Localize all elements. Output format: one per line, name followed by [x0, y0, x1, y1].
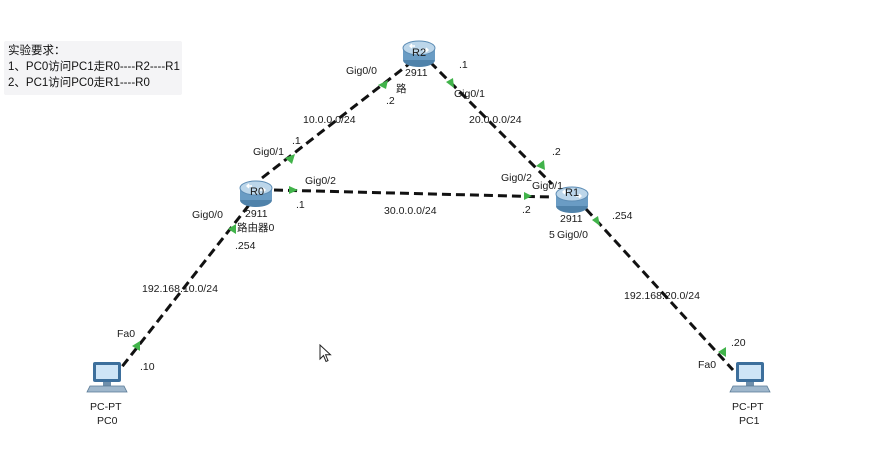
link-r1-pc1-network: 192.168.20.0/24: [624, 290, 700, 302]
r0-gig01-ip: .1: [292, 135, 301, 147]
r1-gig01-port: Gig0/1: [532, 180, 563, 192]
pc-pc1[interactable]: PC-PT PC1: [729, 361, 771, 427]
router-r0-alias: 路由器0: [237, 221, 274, 234]
r2-gig00-port: Gig0/0: [346, 65, 377, 77]
r0-gig00-port: Gig0/0: [192, 209, 223, 221]
mouse-cursor-icon: [319, 344, 332, 363]
port-indicator-r2-gig00: [378, 80, 388, 89]
router-r0-model: 2911: [245, 208, 268, 220]
cable-r1-pc1[interactable]: [584, 207, 735, 372]
r2-extra-label: 路: [396, 82, 407, 95]
pc1-fa0-ip: .20: [731, 337, 746, 349]
r1-gig00-ip: .254: [612, 210, 633, 222]
link-r0-r1-network: 30.0.0.0/24: [384, 205, 437, 217]
requirements-note: 实验要求： 1、PC0访问PC1走R0----R2----R1 2、PC1访问P…: [4, 41, 182, 95]
r2-gig01-port: Gig0/1: [454, 88, 485, 100]
cable-r0-r1[interactable]: [273, 188, 553, 199]
port-indicator-pc1-fa0: [718, 347, 726, 357]
pc0-fa0-ip: .10: [140, 361, 155, 373]
pc1-type: PC-PT: [732, 401, 764, 413]
router-r1[interactable]: R1 2911: [555, 186, 589, 225]
router-r0-name: R0: [250, 186, 264, 198]
r0-gig01-port: Gig0/1: [253, 146, 284, 158]
port-indicator-r1-gig00: [592, 216, 600, 226]
pc0-fa0-port: Fa0: [117, 328, 135, 340]
pc0-name: PC0: [97, 415, 118, 427]
pc-icon: [86, 361, 128, 393]
r0-gig02-ip: .1: [296, 199, 305, 211]
r1-gig00-port: Gig0/0: [557, 229, 588, 241]
r1-gig02-port: Gig0/2: [501, 172, 532, 184]
pc-pc0[interactable]: PC-PT PC0: [86, 361, 128, 427]
pc1-name: PC1: [739, 415, 760, 427]
port-indicator-r1-gig01: [536, 160, 545, 170]
cable-r0-pc0[interactable]: [119, 204, 251, 369]
router-r0[interactable]: R0 2911 路由器0: [237, 180, 274, 234]
note-line-2: 2、PC1访问PC0走R1----R0: [8, 77, 150, 89]
router-r2-model: 2911: [405, 67, 428, 79]
note-title: 实验要求：: [8, 45, 66, 57]
pc0-type: PC-PT: [90, 401, 122, 413]
port-indicator-r0-gig00: [228, 224, 236, 234]
port-indicator-r0-gig01: [285, 154, 295, 164]
router-r2[interactable]: R2 2911: [402, 40, 436, 79]
router-r1-model: 2911: [560, 213, 583, 225]
r0-gig00-ip: .254: [235, 240, 256, 252]
port-indicator-r2-gig01: [446, 78, 454, 88]
port-indicator-r1-gig02: [524, 192, 532, 200]
router-r2-name: R2: [412, 47, 426, 59]
r1-gig01-ip: .2: [552, 146, 561, 158]
port-indicator-r0-gig02: [289, 186, 298, 194]
pc1-fa0-port: Fa0: [698, 359, 716, 371]
link-r2-r1-network: 20.0.0.0/24: [469, 114, 522, 126]
note-line-1: 1、PC0访问PC1走R0----R2----R1: [8, 61, 180, 73]
router-r1-name: R1: [565, 187, 579, 199]
r0-gig02-port: Gig0/2: [305, 175, 336, 187]
link-r0-pc0-network: 192.168.10.0/24: [142, 283, 218, 295]
link-r0-r2-network: 10.0.0.0/24: [303, 114, 356, 126]
pc-icon: [729, 361, 771, 393]
r2-gig00-ip: .2: [386, 95, 395, 107]
port-indicator-pc0-fa0: [132, 341, 140, 351]
r1-gig00-port-prefix: 5: [549, 229, 555, 241]
r1-gig02-ip: .2: [522, 204, 531, 216]
r2-gig01-ip: .1: [459, 59, 468, 71]
